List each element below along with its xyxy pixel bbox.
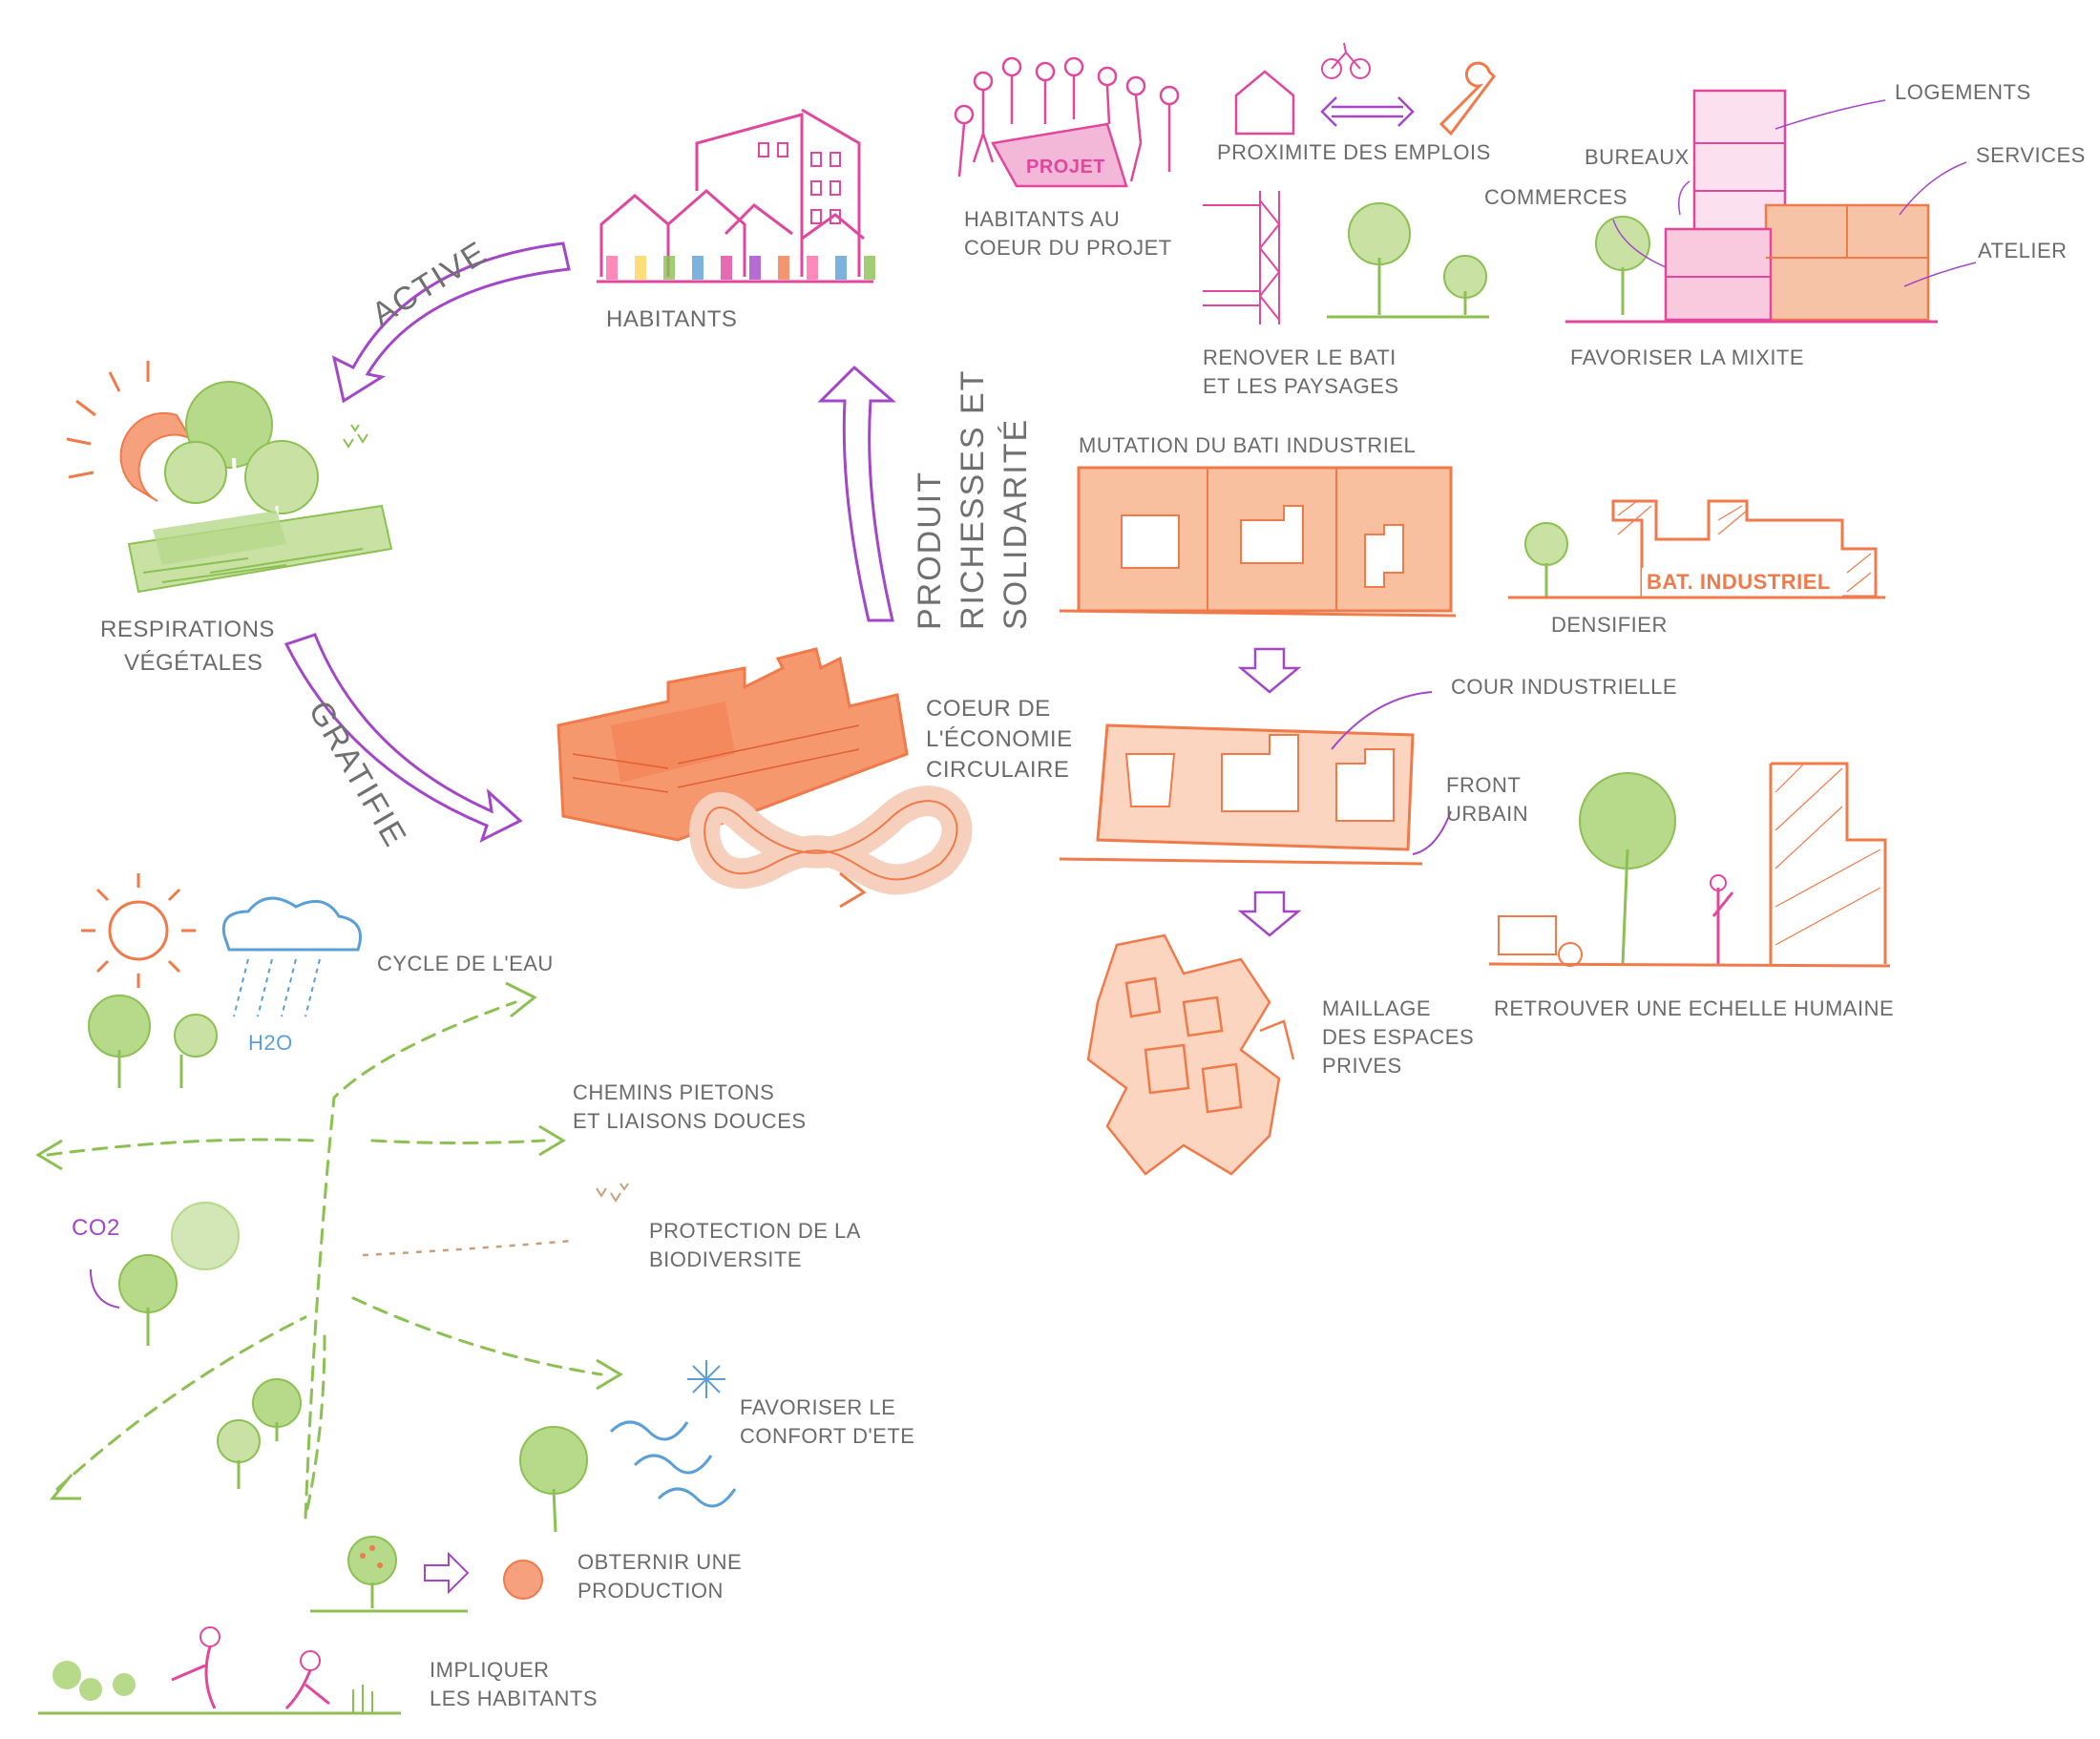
wrench-icon <box>1438 61 1496 136</box>
front-label-1: FRONT <box>1446 773 1522 797</box>
habitants-projet-label-2: COEUR DU PROJET <box>964 236 1172 260</box>
cour-industrielle-plan <box>1059 691 1452 866</box>
produit-label-1: PRODUIT <box>912 471 948 630</box>
h2o-label: H2O <box>248 1031 293 1055</box>
impliquer-label-2: LES HABITANTS <box>430 1687 598 1710</box>
production-label-1: OBTERNIR UNE <box>578 1550 743 1574</box>
mixite-building <box>1565 89 1938 324</box>
project-crowd-illustration <box>954 56 1180 188</box>
respirations-label-1: RESPIRATIONS <box>100 617 275 642</box>
co2-trees <box>90 1202 588 1533</box>
densifier-label: DENSIFIER <box>1551 613 1668 637</box>
cycle-eau-label: CYCLE DE L'EAU <box>377 952 554 975</box>
mixite-label: FAVORISER LA MIXITE <box>1570 346 1805 369</box>
biodiversite-label-1: PROTECTION DE LA <box>649 1219 861 1243</box>
habitants-label: HABITANTS <box>606 306 738 332</box>
maillage-label-3: PRIVES <box>1322 1054 1402 1078</box>
trees-water-cycle <box>88 995 218 1088</box>
snowflake-icon <box>687 1360 725 1398</box>
gardening-people <box>38 1626 401 1715</box>
chemins-label-2: ET LIAISONS DOUCES <box>573 1109 807 1133</box>
proximite-label: PROXIMITE DES EMPLOIS <box>1217 140 1491 164</box>
respirations-trees <box>127 381 393 594</box>
birds-small-icon <box>596 1183 629 1203</box>
densifier-illustration <box>1508 499 1885 599</box>
produit-label-3: SOLIDARITÉ <box>998 417 1034 630</box>
bat-industriel-label: BAT. INDUSTRIEL <box>1647 570 1831 594</box>
front-label-2: URBAIN <box>1446 802 1529 826</box>
atelier-label: ATELIER <box>1978 239 2068 262</box>
impliquer-label-1: IMPLIQUER <box>430 1658 550 1682</box>
infinity-loop-icon <box>689 786 973 909</box>
maillage-label-2: DES ESPACES <box>1322 1025 1475 1049</box>
services-label: SERVICES <box>1976 143 2086 167</box>
habitants-illustration <box>597 108 873 283</box>
sun-icon <box>66 361 194 502</box>
confort-label-2: CONFORT D'ETE <box>740 1424 915 1448</box>
coeur-eco-label-3: CIRCULAIRE <box>926 757 1070 783</box>
confort-label-1: FAVORISER LE <box>740 1395 896 1419</box>
gratifie-arrow <box>284 633 523 843</box>
co2-label: CO2 <box>72 1215 120 1241</box>
fruit-tree-icon <box>310 1536 468 1613</box>
active-arrow <box>331 241 571 404</box>
production-label-2: PRODUCTION <box>578 1579 724 1603</box>
echelle-label: RETROUVER UNE ECHELLE HUMAINE <box>1494 996 1895 1020</box>
bicycle-icon <box>1321 42 1371 79</box>
green-path-network <box>46 1000 603 1519</box>
proximite-icons <box>1234 42 1496 136</box>
sun-small-icon <box>81 873 196 988</box>
down-arrow-2 <box>1237 890 1302 937</box>
front-pointer-arrow <box>1412 810 1452 855</box>
wind-waves-icon <box>609 1420 737 1508</box>
apple-icon <box>503 1560 543 1600</box>
habitants-people <box>606 256 875 280</box>
renover-label-2: ET LES PAYSAGES <box>1203 374 1399 398</box>
circular-economy-buildings <box>556 647 909 842</box>
produit-label-2: RICHESSES ET <box>955 368 991 630</box>
cour-pointer-arrow <box>1331 691 1433 750</box>
coeur-eco-label-2: L'ÉCONOMIE <box>926 726 1073 752</box>
renover-label-1: RENOVER LE BATI <box>1203 346 1396 369</box>
projet-sign: PROJET <box>1026 157 1106 178</box>
cour-label: COUR INDUSTRIELLE <box>1451 675 1678 699</box>
production-arrow <box>424 1551 470 1595</box>
rain-cloud-icon <box>221 896 362 1017</box>
respirations-label-2: VÉGÉTALES <box>124 650 263 676</box>
mutation-label: MUTATION DU BATI INDUSTRIEL <box>1079 433 1417 457</box>
echelle-humaine-illustration <box>1488 762 1891 968</box>
down-arrow-1 <box>1237 647 1302 694</box>
mutation-plan <box>1059 466 1457 618</box>
maillage-label-1: MAILLAGE <box>1322 996 1432 1020</box>
double-arrow-icon <box>1320 96 1415 127</box>
maillage-plan <box>1086 933 1295 1176</box>
produit-arrow <box>817 365 896 622</box>
habitants-projet-label-1: HABITANTS AU <box>964 207 1121 231</box>
renover-illustration <box>1203 191 1489 325</box>
logements-label: LOGEMENTS <box>1895 80 2031 104</box>
commerces-label: COMMERCES <box>1484 185 1628 209</box>
biodiversite-label-2: BIODIVERSITE <box>649 1247 803 1271</box>
mixite-pointer-arrows <box>1612 99 1977 287</box>
coeur-eco-label-1: COEUR DE <box>926 696 1051 722</box>
green-arrowheads <box>35 981 623 1500</box>
chemins-label-1: CHEMINS PIETONS <box>573 1080 775 1104</box>
animal-tracks <box>362 1239 574 1257</box>
bureaux-label: BUREAUX <box>1585 145 1690 169</box>
birds-icon <box>343 424 368 449</box>
